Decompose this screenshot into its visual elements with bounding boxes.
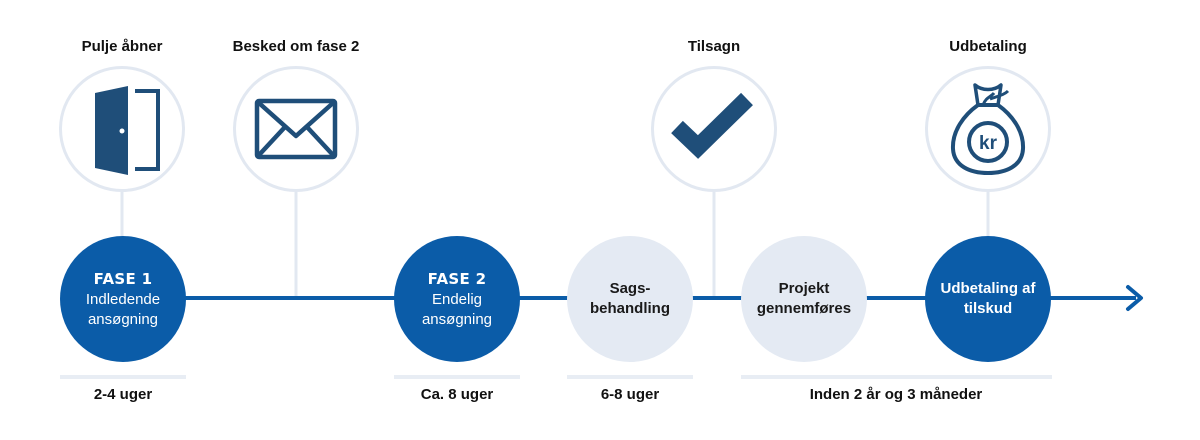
stage-case-processing: Sags- behandling	[567, 236, 693, 362]
milestone-label-pool-opens: Pulje åbner	[81, 38, 163, 55]
currency-label: kr	[979, 133, 998, 154]
stage-phase-2-text: Endelig ansøgning	[421, 290, 493, 328]
stage-grant-payout: Udbetaling af tilskud	[925, 236, 1051, 362]
arrow-head-icon	[1126, 285, 1143, 311]
door-icon-ring	[59, 66, 185, 192]
stage-phase-1-title: FASE 1	[93, 269, 153, 288]
stage-phase-2: FASE 2 Endelig ansøgning	[394, 236, 520, 362]
money-bag-icon-ring: kr	[925, 66, 1051, 192]
money-bag-icon: kr	[950, 83, 1026, 176]
checkmark-icon	[671, 92, 753, 159]
stage-phase-1: FASE 1 Indledende ansøgning	[60, 236, 186, 362]
door-icon	[95, 86, 160, 175]
milestone-label-phase2-notice: Besked om fase 2	[232, 38, 360, 55]
duration-label-phase-2: Ca. 8 uger	[420, 386, 494, 403]
stage-phase-2-title: FASE 2	[427, 269, 487, 288]
checkmark-icon-ring	[651, 66, 777, 192]
duration-label-processing: 6-8 uger	[600, 386, 660, 403]
stage-project-execution-text: Projekt gennemføres	[756, 280, 852, 317]
envelope-icon	[254, 98, 338, 160]
milestone-label-grant: Tilsagn	[687, 38, 741, 55]
stage-project-execution: Projekt gennemføres	[741, 236, 867, 362]
milestone-label-payout: Udbetaling	[949, 38, 1027, 55]
stage-case-processing-text: Sags- behandling	[590, 280, 670, 317]
envelope-icon-ring	[233, 66, 359, 192]
duration-label-execution: Inden 2 år og 3 måneder	[809, 386, 983, 403]
stage-grant-payout-text: Udbetaling af tilskud	[940, 280, 1036, 317]
stage-phase-1-text: Indledende ansøgning	[85, 290, 161, 328]
duration-label-phase-1: 2-4 uger	[93, 386, 153, 403]
